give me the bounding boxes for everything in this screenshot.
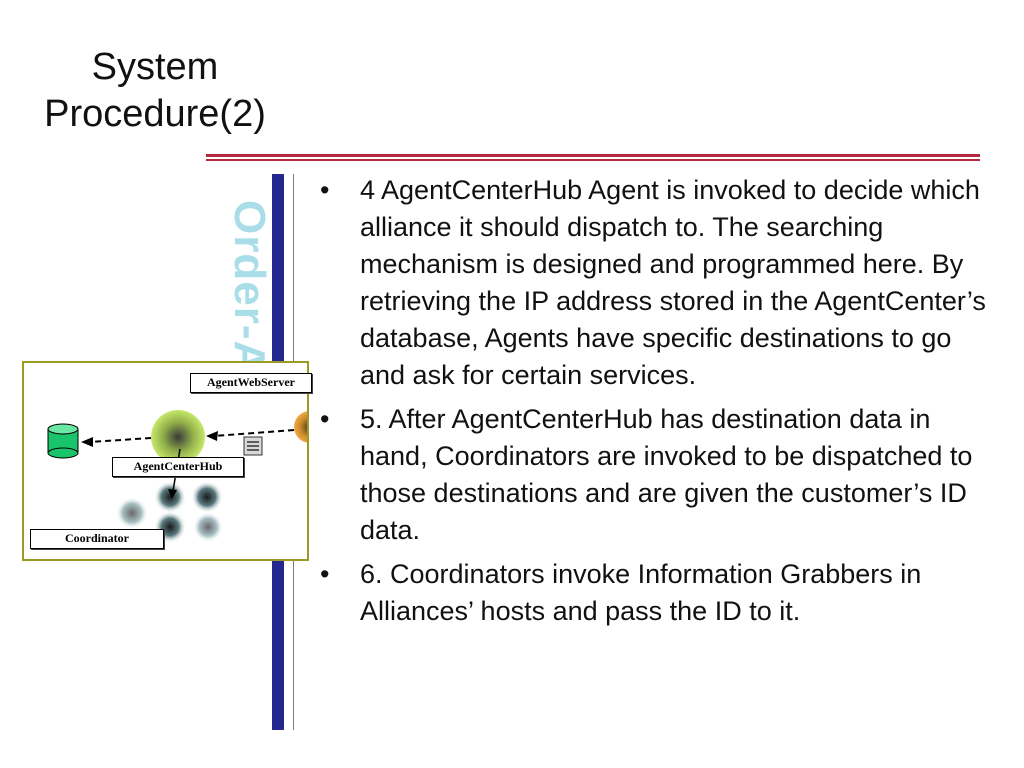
agent-diagram: AgentWebServer AgentCenterHub Coordinato…	[22, 361, 312, 561]
arrow-to-database	[89, 437, 152, 443]
arrow-head-icon	[168, 489, 177, 499]
bullet-list: • 4 AgentCenterHub Agent is invoked to de…	[318, 172, 998, 637]
agent-center-hub-label: AgentCenterHub	[112, 457, 244, 477]
order-agent-icon	[294, 411, 307, 443]
title-divider-line	[206, 159, 980, 161]
coordinator-label: Coordinator	[30, 529, 164, 549]
database-icon	[47, 423, 79, 459]
bullet-dot-icon: •	[320, 404, 330, 434]
document-icon	[243, 436, 263, 456]
bullet-text: 6. Coordinators invoke Information Grabb…	[360, 559, 922, 626]
agent-diagram-graphic	[47, 410, 307, 543]
title-divider	[206, 154, 980, 162]
bullet-text: 5. After AgentCenterHub has destination …	[360, 404, 973, 545]
arrow-head-icon	[81, 437, 93, 447]
coordinator-agent-icon	[193, 512, 223, 542]
bullet-dot-icon: •	[320, 559, 330, 589]
bullet-dot-icon: •	[320, 175, 330, 205]
bullet-item: • 5. After AgentCenterHub has destination…	[318, 401, 998, 549]
title-divider-line	[206, 154, 980, 157]
coordinator-agent-icon	[154, 481, 186, 513]
bullet-item: • 4 AgentCenterHub Agent is invoked to de…	[318, 172, 998, 394]
coordinator-agent-icon	[191, 481, 223, 513]
agent-web-server-label: AgentWebServer	[190, 373, 312, 393]
arrow-head-icon	[206, 431, 218, 441]
coordinator-agent-icon	[116, 497, 148, 529]
bullet-item: • 6. Coordinators invoke Information Grab…	[318, 556, 998, 630]
arrow-to-hub	[213, 429, 295, 437]
agent-center-hub-icon	[151, 410, 205, 464]
bullet-text: 4 AgentCenterHub Agent is invoked to dec…	[360, 175, 986, 390]
slide-title: System Procedure(2)	[44, 46, 266, 135]
